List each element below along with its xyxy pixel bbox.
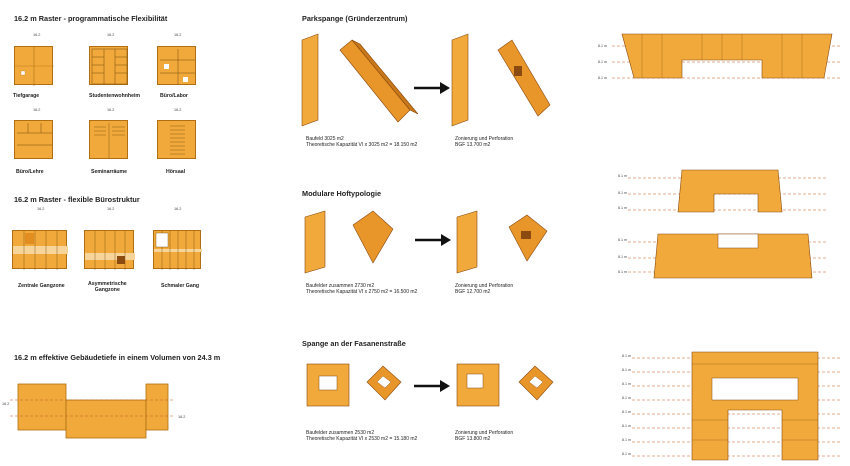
level-label: 8.1 m [598,76,607,80]
section-diagram [10,383,175,439]
program-tile-seminarraeume [89,120,128,159]
spange-left-line1: Baufelder zusammen 2530 m2 [306,430,375,436]
parkspange-volumes [301,33,419,127]
spange-plan [632,351,842,461]
heading-modulare: Modulare Hoftypologie [302,189,382,198]
modulare-right-line1: Zonierung und Perforation [455,283,514,289]
modulare-left-line1: Baufelder zusammen 2730 m2 [306,283,375,289]
level-label: 8.1 m [598,60,607,64]
level-label: 8.1 m [622,424,631,428]
schmal-plan [154,231,202,270]
level-label: 8.1 m [618,270,627,274]
variant-dim: 16.2 [174,207,182,211]
tiefgarage-plan [15,47,54,86]
program-tile-buero-lehre [14,120,53,159]
parkspange-left-line2: Theoretische Kapazität VI x 3025 m2 = 18… [306,142,418,149]
program-tile-label: Büro/Lehre [16,169,44,175]
spange-right-line2: BGF 13.800 m2 [455,436,491,443]
level-label: 8.1 m [618,255,627,259]
level-label: 8.1 m [622,368,631,372]
tile-dim: 16.2 [107,33,115,37]
level-label: 8.1 m [618,206,627,210]
office-variant-label: Asymmetrische Gangzone [88,281,127,293]
level-label: 8.1 m [622,396,631,400]
program-tile-hoersaal [157,120,196,159]
office-variant-asymmetrisch [84,230,135,270]
zentrale-plan [13,231,68,270]
level-label: 8.1 m [618,191,627,195]
heading-raster-programmatic: 16.2 m Raster - programmatische Flexibil… [14,14,168,23]
level-label: 8.1 m [618,174,627,178]
level-label: 8.1 m [598,44,607,48]
program-tile-label: Seminarräume [91,169,128,175]
spange-left-line2: Theoretische Kapazität VI x 2530 m2 = 15… [306,436,418,443]
program-tile-tiefgarage [14,46,54,86]
arrow-icon [414,82,450,94]
arrow-icon [415,234,451,246]
modulare-right-line2: BGF 12.700 m2 [455,289,491,296]
tile-dim: 16.2 [174,33,182,37]
spange-volumes [306,363,402,407]
office-variant-schmal [153,230,202,270]
office-variant-zentrale [12,230,68,270]
buero-lehre-plan [17,123,52,146]
heading-effective-depth: 16.2 m effektive Gebäudetiefe in einem V… [14,353,221,362]
heading-spange: Spange an der Fasanenstraße [302,339,406,348]
office-variant-label: Zentrale Gangzone [18,283,65,289]
level-label: 8.1 m [622,438,631,442]
section-dim-right: 16.2 [178,415,186,419]
arrow-icon [414,380,450,392]
parkspange-right-line1: Zonierung und Perforation [455,136,514,142]
variant-dim: 16.2 [107,207,115,211]
asymmetrisch-plan [85,231,135,270]
office-variant-label-text: Asymmetrische Gangzone [88,281,127,293]
spange-perforated [456,363,554,407]
level-label: 8.1 m [622,452,631,456]
office-variant-label: Schmaler Gang [161,283,200,289]
program-tile-label: Studentenwohnheim [89,93,141,99]
program-tile-buero-labor [157,46,196,85]
heading-raster-buero: 16.2 m Raster - flexible Bürostruktur [14,195,140,204]
level-label: 8.1 m [622,354,631,358]
modulare-perforated [456,210,548,274]
tile-dim: 16.2 [174,108,182,112]
program-tile-label: Hörsaal [166,169,186,175]
parkspange-left-line1: Baufeld 3025 m2 [306,136,344,142]
seminarraeume-plan [94,123,125,158]
parkspange-plan [612,33,842,79]
level-label: 8.1 m [622,382,631,386]
program-tile-label: Büro/Labor [160,93,188,99]
program-tile-studentenwohnheim [89,46,128,85]
program-tile-label: Tiefgarage [13,93,40,99]
tile-dim: 16.2 [33,33,41,37]
studentenwohnheim-plan [91,48,128,85]
parkspange-right-line2: BGF 13.700 m2 [455,142,491,149]
buero-labor-plan [160,49,195,84]
level-label: 8.1 m [618,238,627,242]
hoersaal-plan [170,125,185,155]
heading-parkspange: Parkspange (Gründerzentrum) [302,14,408,23]
section-dim-left: 16.2 [2,402,10,406]
modulare-left-line2: Theoretische Kapazität VI x 2750 m2 = 16… [306,289,418,296]
spange-right-line1: Zonierung und Perforation [455,430,514,436]
modulare-volumes [304,210,394,274]
level-label: 8.1 m [622,410,631,414]
modulare-plan [628,169,828,279]
tile-dim: 16.2 [33,108,41,112]
parkspange-perforated [451,33,551,127]
variant-dim: 16.2 [37,207,45,211]
tile-dim: 16.2 [107,108,115,112]
